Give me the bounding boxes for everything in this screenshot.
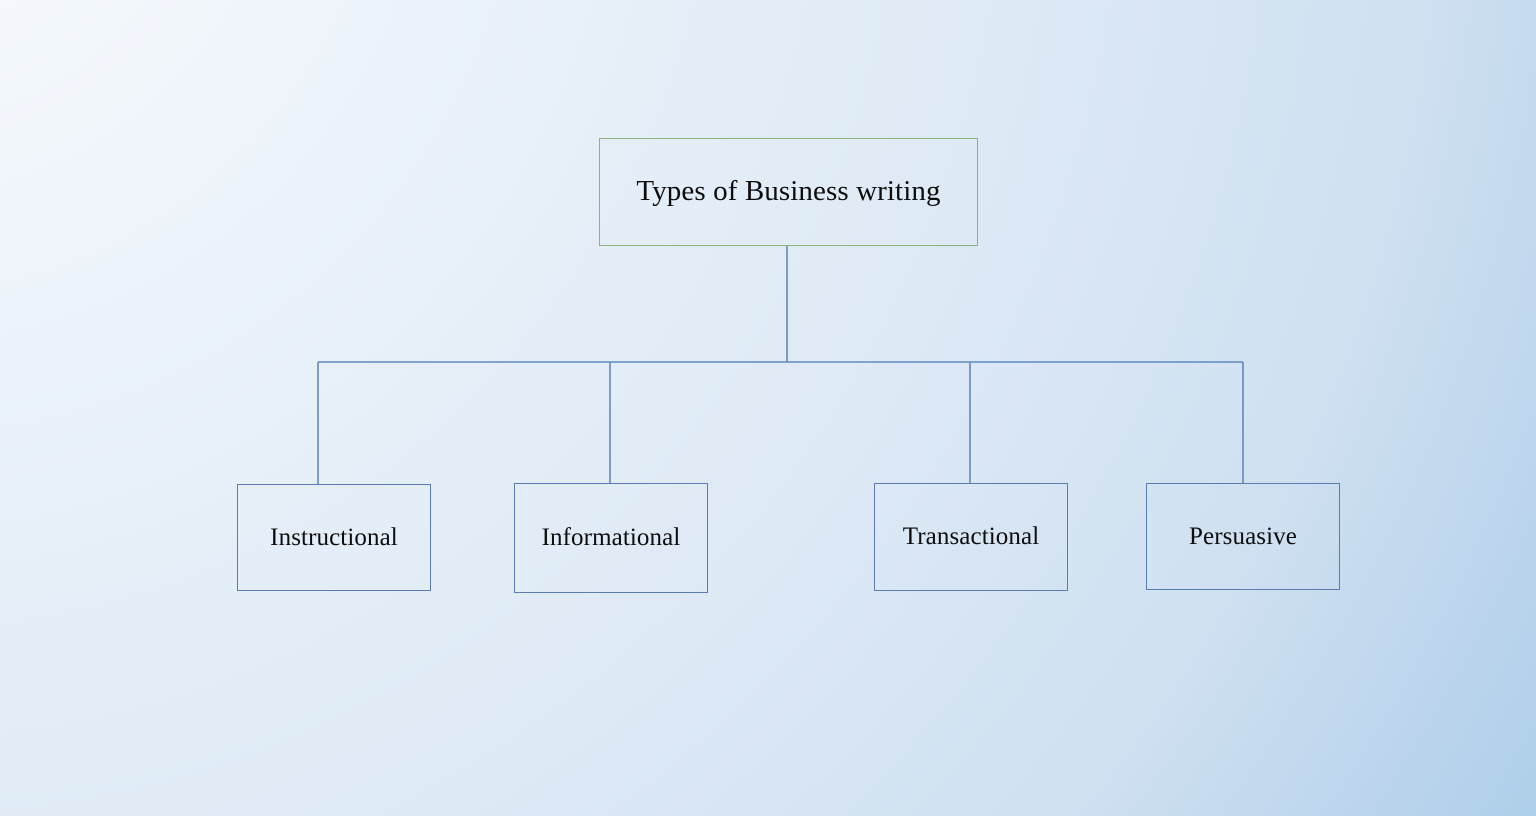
node-instructional[interactable]: Instructional [237, 484, 431, 591]
node-root-label: Types of Business writing [636, 175, 941, 208]
node-transactional[interactable]: Transactional [874, 483, 1068, 591]
node-instructional-label: Instructional [270, 523, 398, 551]
node-transactional-label: Transactional [902, 523, 1040, 551]
node-informational[interactable]: Informational [514, 483, 708, 593]
node-persuasive-label: Persuasive [1189, 522, 1297, 550]
node-root[interactable]: Types of Business writing [599, 138, 978, 246]
node-persuasive[interactable]: Persuasive [1146, 483, 1340, 590]
node-informational-label: Informational [541, 524, 681, 552]
